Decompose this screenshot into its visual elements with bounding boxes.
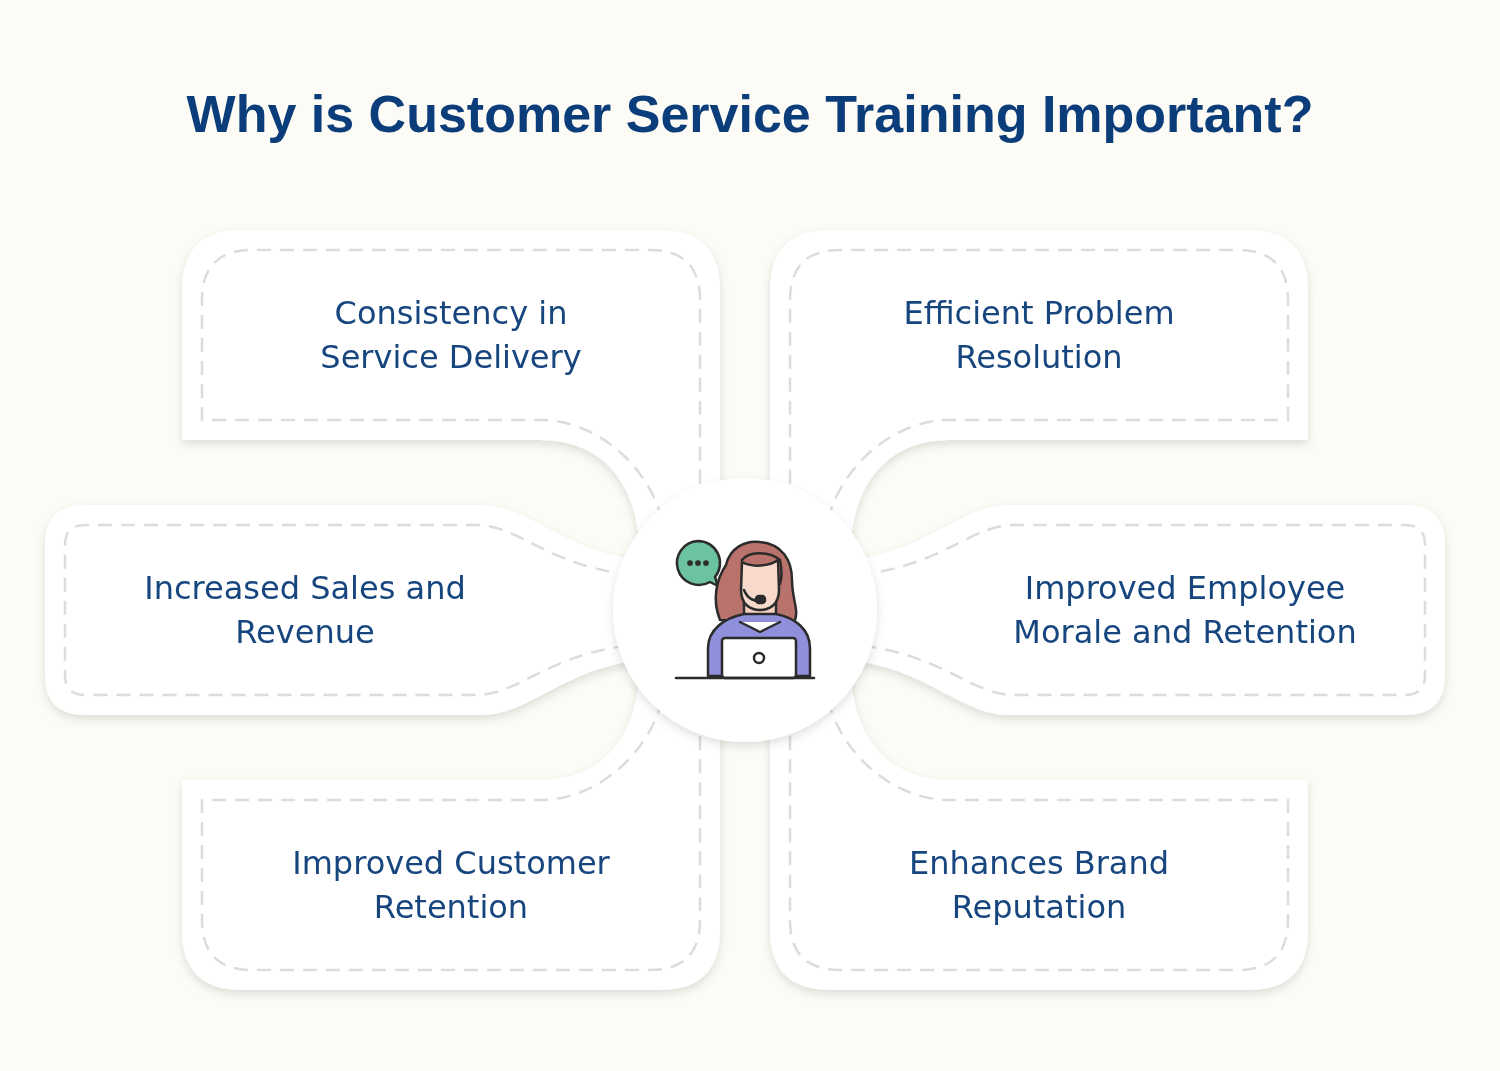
diagram-title: Why is Customer Service Training Importa… — [0, 78, 1500, 150]
dashed-border — [65, 525, 632, 695]
card-label: Efficient Problem Resolution — [859, 291, 1219, 379]
hair — [716, 542, 796, 622]
agent-icon — [676, 541, 814, 678]
card-shapes — [45, 230, 1445, 990]
card-text-group: Enhances Brand Reputation — [869, 841, 1209, 929]
benefit-card: Efficient Problem Resolution — [770, 230, 1308, 440]
laptop — [722, 638, 796, 678]
card-text-group: Consistency in Service Delivery — [271, 291, 631, 379]
collar — [740, 622, 780, 632]
laptop-logo — [754, 653, 764, 663]
dashed-border — [202, 250, 700, 520]
bubble-dot — [704, 561, 707, 564]
headband — [742, 553, 782, 584]
desk-line — [676, 677, 814, 680]
benefit-card: Consistency in Service Delivery — [182, 230, 720, 440]
card-text-group: Improved Employee Morale and Retention — [975, 566, 1395, 654]
card-label: Improved Customer Retention — [251, 841, 651, 929]
bubble-dot — [696, 561, 699, 564]
card-label: Enhances Brand Reputation — [869, 841, 1209, 929]
card-label: Improved Employee Morale and Retention — [975, 566, 1395, 654]
card-text-group: Improved Customer Retention — [251, 841, 651, 929]
dashed-border — [858, 525, 1425, 695]
mic — [756, 596, 765, 603]
card-shape — [850, 505, 1445, 715]
dashed-border — [202, 700, 700, 970]
speech-bubble — [677, 541, 720, 586]
card-label: Increased Sales and Revenue — [135, 566, 475, 654]
benefit-card: Enhances Brand Reputation — [770, 780, 1308, 990]
benefit-card: Improved Customer Retention — [182, 780, 720, 990]
card-label: Consistency in Service Delivery — [271, 291, 631, 379]
card-shape — [45, 505, 640, 715]
card-text-group: Efficient Problem Resolution — [859, 291, 1219, 379]
center-circle — [613, 478, 877, 742]
card-text-group: Increased Sales and Revenue — [135, 566, 475, 654]
face — [741, 560, 779, 610]
dashed-border — [790, 250, 1288, 520]
dashed-border — [790, 700, 1288, 970]
bubble-dot — [688, 561, 691, 564]
benefit-card: Improved Employee Morale and Retention — [925, 505, 1445, 715]
dashed-borders — [65, 250, 1425, 970]
benefit-card: Increased Sales and Revenue — [45, 505, 565, 715]
